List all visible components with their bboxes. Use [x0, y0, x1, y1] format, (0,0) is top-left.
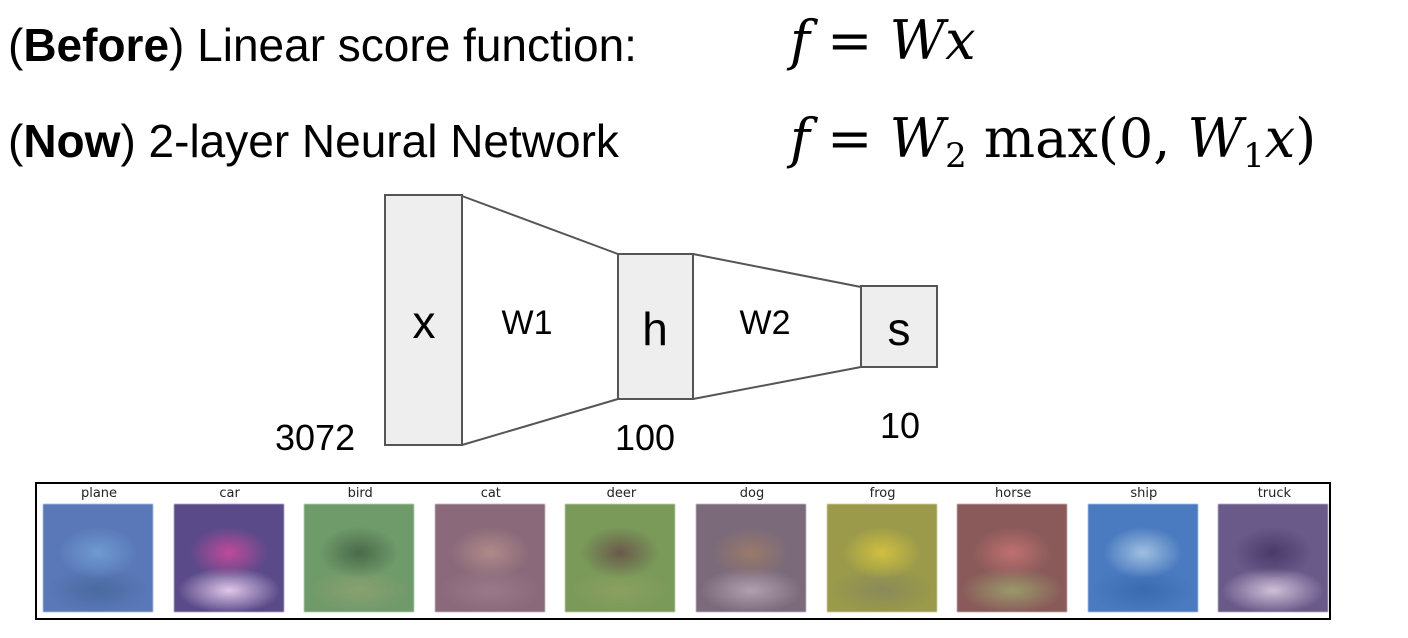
before-description: ) Linear score function:: [169, 19, 637, 71]
connector-x-h-top: [461, 195, 619, 255]
template-label: frog: [869, 486, 896, 501]
layer-h-box: [617, 253, 694, 400]
nn-sub1: 1: [1243, 136, 1265, 176]
now-description: ) 2-layer Neural Network: [120, 115, 619, 167]
layer-s-size: 10: [880, 405, 921, 446]
template-image: [826, 504, 937, 612]
layer-h-label: h: [642, 303, 668, 355]
layer-h-size: 100: [615, 417, 676, 458]
before-open-paren: (: [8, 19, 24, 71]
template-image: [434, 504, 545, 612]
template-label: horse: [995, 486, 1032, 501]
nn-x: x: [1264, 107, 1296, 170]
template-label: deer: [606, 486, 637, 501]
formula-eq: =: [827, 9, 873, 72]
template-label: cat: [480, 486, 501, 501]
layer-s-box: [860, 285, 938, 368]
nn-eq: =: [827, 107, 873, 170]
template-image: [957, 504, 1068, 612]
template-image: [696, 504, 806, 612]
formula-x: x: [945, 9, 976, 72]
connector-h-s-top: [692, 253, 862, 288]
formula-f: f: [790, 9, 810, 72]
nn-max: max(0,: [983, 107, 1171, 170]
template-image: [1087, 504, 1198, 612]
template-label: ship: [1130, 486, 1158, 501]
layer-x-label: x: [413, 296, 436, 348]
template-label: truck: [1257, 486, 1292, 501]
nn-W1: W: [1187, 107, 1244, 170]
template-image: [1218, 504, 1329, 612]
template-label: bird: [347, 486, 373, 501]
template-image: [565, 504, 676, 612]
formula-W: W: [889, 9, 946, 72]
layer-s-label: s: [888, 303, 911, 355]
connector-x-h-bottom: [461, 398, 619, 446]
connector-h-s-bottom: [692, 366, 862, 400]
layer-x-size: 3072: [275, 417, 356, 458]
nn-W2: W: [889, 107, 946, 170]
template-strip: plane car bird cat deer dog frog horse ship truck: [35, 482, 1331, 620]
nn-sub2: 2: [945, 136, 967, 176]
nn-formula: f = W2 max(0, W1x): [790, 112, 1316, 176]
template-image: [173, 504, 284, 612]
template-label: car: [219, 486, 240, 501]
now-open-paren: (: [8, 115, 24, 167]
before-label: Before: [23, 19, 170, 71]
weight-w1-label: W1: [502, 304, 553, 342]
before-line: (Before) Linear score function:: [8, 22, 637, 68]
linear-formula: f = Wx: [790, 14, 976, 68]
template-image: [304, 504, 415, 612]
template-image: [43, 504, 153, 612]
template-label: plane: [80, 486, 118, 501]
layer-x-box: [384, 194, 463, 446]
now-label: Now: [23, 115, 121, 167]
now-line: (Now) 2-layer Neural Network: [8, 118, 619, 164]
nn-close: ): [1295, 107, 1317, 170]
nn-f: f: [790, 107, 810, 170]
weight-w2-label: W2: [740, 304, 791, 342]
template-label: dog: [739, 486, 765, 501]
